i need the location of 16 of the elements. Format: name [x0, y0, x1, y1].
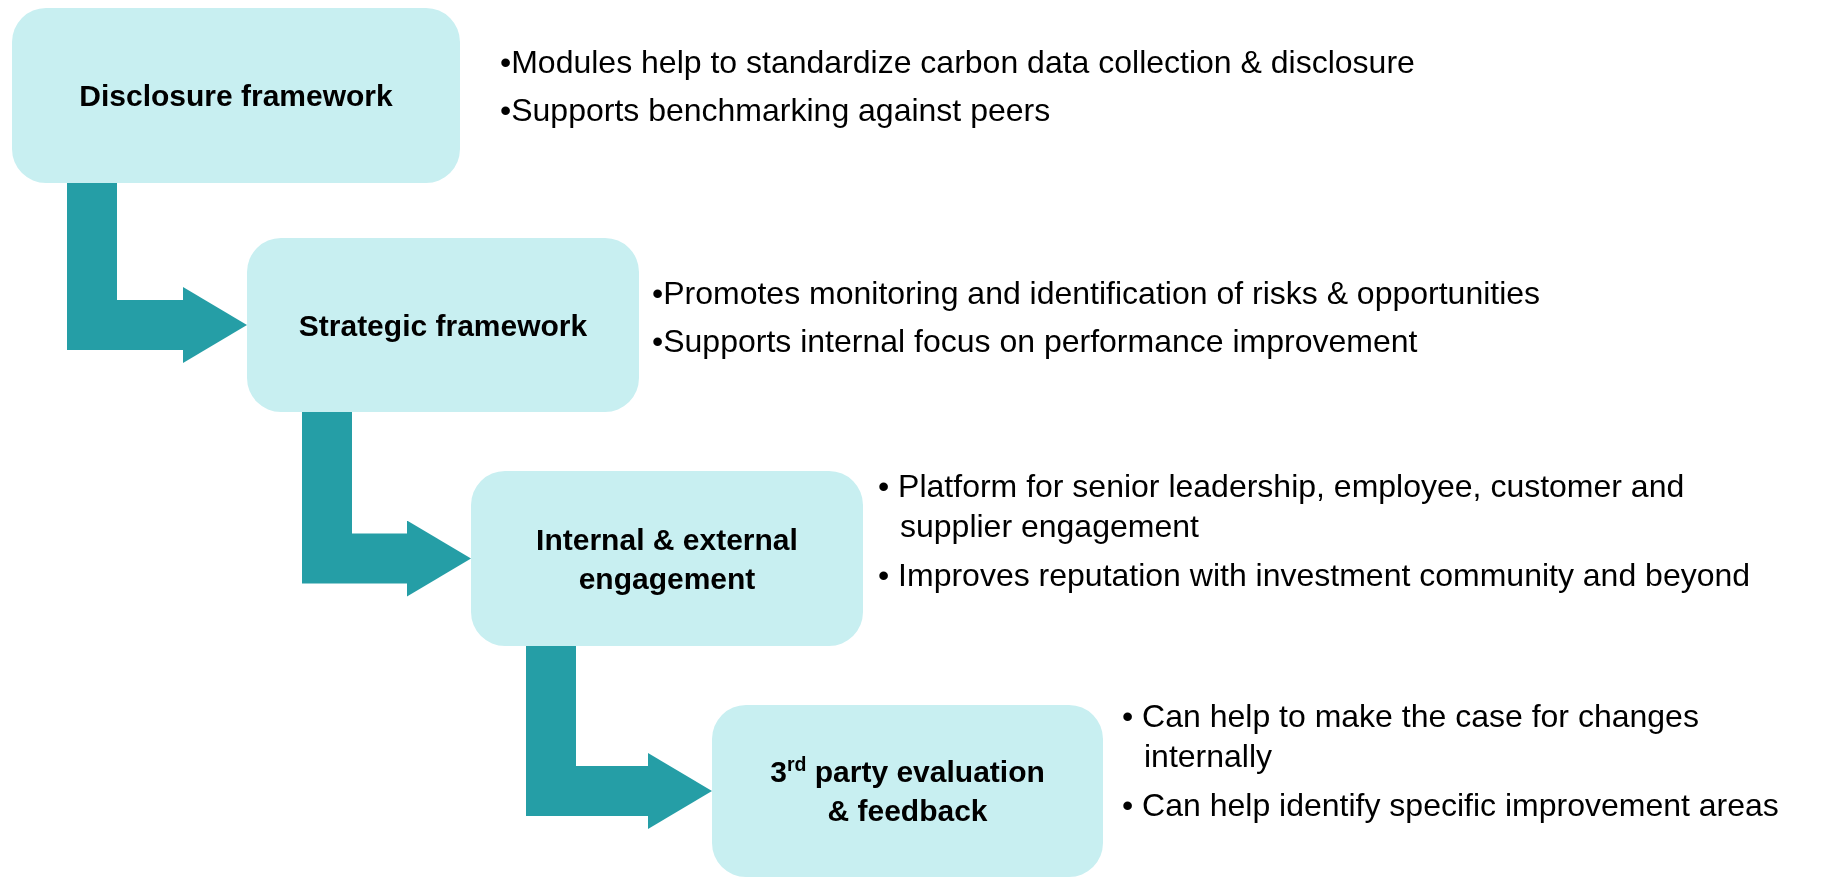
bullet-text: • Improves reputation with investment community and beyond: [878, 555, 1752, 595]
bullet-text: •Modules help to standardize carbon data collection & disclosure: [500, 43, 1416, 82]
box-title: Strategic framework: [298, 307, 588, 344]
bullet-text: •Supports internal focus on performance improvement: [652, 322, 1419, 362]
bullet-text: • Can help to make the case for changes internally: [1122, 697, 1700, 777]
box-title: 3$^{rd}$ party evaluation & feedback: [769, 752, 1046, 829]
process-box: [712, 705, 1103, 877]
box-title: Internal & external engagement: [535, 521, 799, 597]
bullet-text: •Promotes monitoring and identification of risks & opportunities: [652, 274, 1542, 313]
bullet-text: • Platform for senior leadership, employee, customer and supplier engagement: [878, 467, 1686, 547]
box-title: Disclosure framework: [79, 78, 393, 114]
bullet-text: • Can help identify specific improvement areas: [1122, 785, 1780, 825]
process-box: [471, 471, 863, 646]
process-box: [247, 238, 639, 412]
bullet-text: •Supports benchmarking against peers: [500, 91, 1052, 131]
process-box: [12, 8, 460, 183]
